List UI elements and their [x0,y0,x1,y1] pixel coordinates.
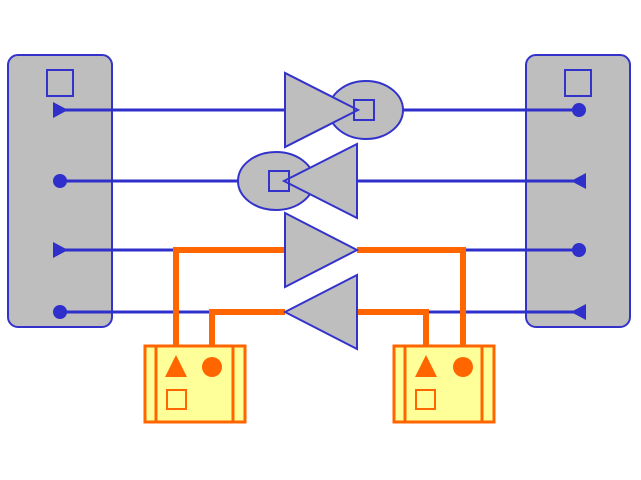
probe-box-right [392,344,496,424]
probe-lines [173,247,466,365]
right-ports [571,103,586,320]
amplifier-4-triangle-icon [282,273,358,351]
amplifier-2-square-icon [268,170,290,192]
left-input-dot-icon-4 [53,305,67,319]
left-panel-body [7,54,113,328]
probe-line-left-outer [173,247,285,365]
signal-lines [60,108,579,314]
left-ports [53,102,68,319]
amplifier-3 [284,211,360,289]
right-output-triangle-icon-4 [571,304,586,320]
probe-box-left [143,344,247,424]
amplifier-1 [284,71,404,149]
right-input-dot-icon-3 [572,243,586,257]
probe-box-right-body [392,344,496,424]
right-input-dot-icon-1 [572,103,586,117]
left-output-triangle-icon-3 [53,242,68,258]
left-input-dot-icon-2 [53,174,67,188]
probe-box-right-square-icon [415,389,436,410]
amplifier-2 [237,142,358,220]
right-panel-square-icon [564,69,592,97]
amplifier-1-square-icon [353,99,375,121]
amplifier-4 [282,273,358,351]
probe-line-right-outer [357,247,466,365]
amplifier-3-triangle-icon [284,211,360,289]
amplifier-2-triangle-icon [281,142,358,220]
probe-box-left-triangle-icon [165,355,187,377]
probe-box-left-square-icon [166,389,187,410]
right-panel [525,54,631,328]
probe-box-left-body [143,344,247,424]
left-panel-square-icon [46,69,74,97]
amplifier-1-triangle-overlay [284,71,361,149]
left-panel [7,54,113,328]
right-panel-body [525,54,631,328]
right-output-triangle-icon-2 [571,173,586,189]
probe-box-right-triangle-icon [415,355,437,377]
left-output-triangle-icon-1 [53,102,68,118]
probe-box-right-dot-icon [453,357,473,377]
probe-box-left-dot-icon [202,357,222,377]
